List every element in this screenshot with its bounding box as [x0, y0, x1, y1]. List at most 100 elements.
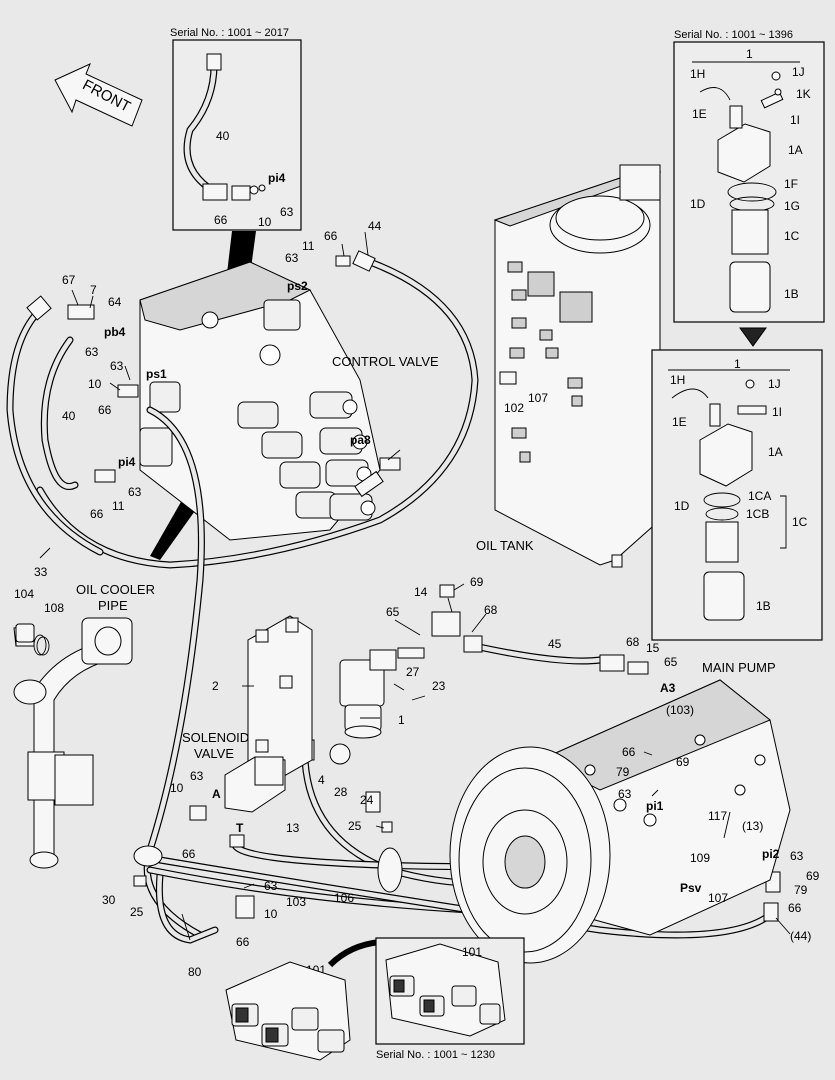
label-67: 67	[62, 273, 76, 287]
label-T: T	[236, 821, 244, 835]
label-63: 63	[110, 359, 124, 373]
label-7: 7	[90, 283, 97, 297]
label-4: 4	[318, 773, 325, 787]
label-103: 103	[286, 895, 306, 909]
oil-cooler-pipe	[13, 617, 133, 869]
inset2-label-1A: 1A	[788, 143, 803, 157]
label-pi1: pi1	[646, 799, 664, 813]
label-63: 63	[128, 485, 142, 499]
label-69: 69	[806, 869, 820, 883]
valve-block-101	[225, 961, 351, 1061]
inset3-label-1C: 1C	[792, 515, 808, 529]
inset3-label-1CB: 1CB	[746, 507, 769, 521]
label-44p: (44)	[790, 929, 811, 943]
label-66: 66	[98, 403, 112, 417]
inset2-label-1G: 1G	[784, 199, 800, 213]
inset2-label-1B: 1B	[784, 287, 799, 301]
inset3-label-1D: 1D	[674, 499, 690, 513]
label-11: 11	[302, 239, 315, 253]
label-65: 65	[664, 655, 678, 669]
main-pump	[449, 679, 791, 964]
inset-top-left: Serial No. : 1001 ~ 2017 40 pi4 66 10 63	[170, 27, 302, 231]
label-pb4: pb4	[104, 325, 126, 339]
label-10: 10	[264, 907, 278, 921]
solenoid-caption-1: SOLENOID	[182, 730, 249, 745]
inset3-label-1: 1	[734, 357, 741, 371]
label-10: 10	[88, 377, 102, 391]
inset3-label-1E: 1E	[672, 415, 687, 429]
label-63: 63	[264, 879, 278, 893]
label-Psv: Psv	[680, 881, 702, 895]
label-64: 64	[108, 295, 122, 309]
solenoid-valve-assembly	[247, 615, 425, 785]
plug-104	[15, 623, 50, 656]
front-arrow: FRONT	[54, 63, 143, 127]
main-pump-caption: MAIN PUMP	[702, 660, 776, 675]
down-arrow	[739, 327, 767, 347]
label-106: 106	[334, 891, 354, 905]
inset-bottom: Serial No. : 1001 ~ 1230 101	[375, 937, 525, 1061]
inset3-label-1H: 1H	[670, 373, 685, 387]
label-66: 66	[182, 847, 196, 861]
label-66: 66	[324, 229, 338, 243]
oil-tank-caption: OIL TANK	[476, 538, 534, 553]
label-66: 66	[788, 901, 802, 915]
label-30: 30	[102, 893, 116, 907]
inset2-label-1H: 1H	[690, 67, 705, 81]
inset-top-left-serial: Serial No. : 1001 ~ 2017	[170, 27, 289, 39]
oil-cooler-caption-2: PIPE	[98, 598, 128, 613]
inset2-label-1C: 1C	[784, 229, 800, 243]
small-solenoid-valve	[224, 756, 286, 813]
label-pi2: pi2	[762, 847, 780, 861]
label-33: 33	[34, 565, 48, 579]
label-66: 66	[622, 745, 636, 759]
label-63: 63	[85, 345, 99, 359]
label-107: 107	[708, 891, 728, 905]
inset3-label-1J: 1J	[768, 377, 781, 391]
label-13p: (13)	[742, 819, 763, 833]
label-68: 68	[626, 635, 640, 649]
main-labels: 44 66 11 63 ps2 67 7 64 pb4 63 63 ps1 10…	[14, 219, 820, 979]
label-104: 104	[14, 587, 34, 601]
label-109: 109	[690, 851, 710, 865]
label-107: 107	[528, 391, 548, 405]
inset-top-right-serial: Serial No. : 1001 ~ 1396	[674, 29, 793, 41]
label-44: 44	[368, 219, 382, 233]
inset2-label-1: 1	[746, 47, 753, 61]
label-103: (103)	[666, 703, 694, 717]
inset3-label-1CA: 1CA	[748, 489, 771, 503]
label-108: 108	[44, 601, 64, 615]
label-24: 24	[360, 793, 374, 807]
inset3-label-1I: 1I	[772, 405, 782, 419]
label-69: 69	[470, 575, 484, 589]
label-79: 79	[616, 765, 630, 779]
label-pa8: pa8	[350, 433, 371, 447]
label-66: 66	[90, 507, 104, 521]
label-45: 45	[548, 637, 562, 651]
clamp-30	[133, 845, 163, 867]
inset2-label-1F: 1F	[784, 177, 798, 191]
label-pi4: pi4	[118, 455, 136, 469]
leader-lines	[39, 231, 791, 941]
label-63: 63	[190, 769, 204, 783]
label-63: 63	[285, 251, 299, 265]
label-23: 23	[432, 679, 446, 693]
label-102: 102	[504, 401, 524, 415]
label-A: A	[212, 787, 221, 801]
label-2: 2	[212, 679, 219, 693]
inset3-label-1A: 1A	[768, 445, 783, 459]
inset1-label-40: 40	[216, 129, 230, 143]
inset2-label-1J: 1J	[792, 65, 805, 79]
inset1-label-63: 63	[280, 205, 294, 219]
oil-cooler-caption-1: OIL COOLER	[76, 582, 155, 597]
label-65: 65	[386, 605, 400, 619]
label-28: 28	[334, 785, 348, 799]
label-1: 1	[398, 713, 405, 727]
label-63: 63	[618, 787, 632, 801]
control-valve-caption: CONTROL VALVE	[332, 354, 439, 369]
label-25: 25	[130, 905, 144, 919]
inset2-label-1K: 1K	[796, 87, 811, 101]
label-25: 25	[348, 819, 362, 833]
label-A3: A3	[660, 681, 676, 695]
